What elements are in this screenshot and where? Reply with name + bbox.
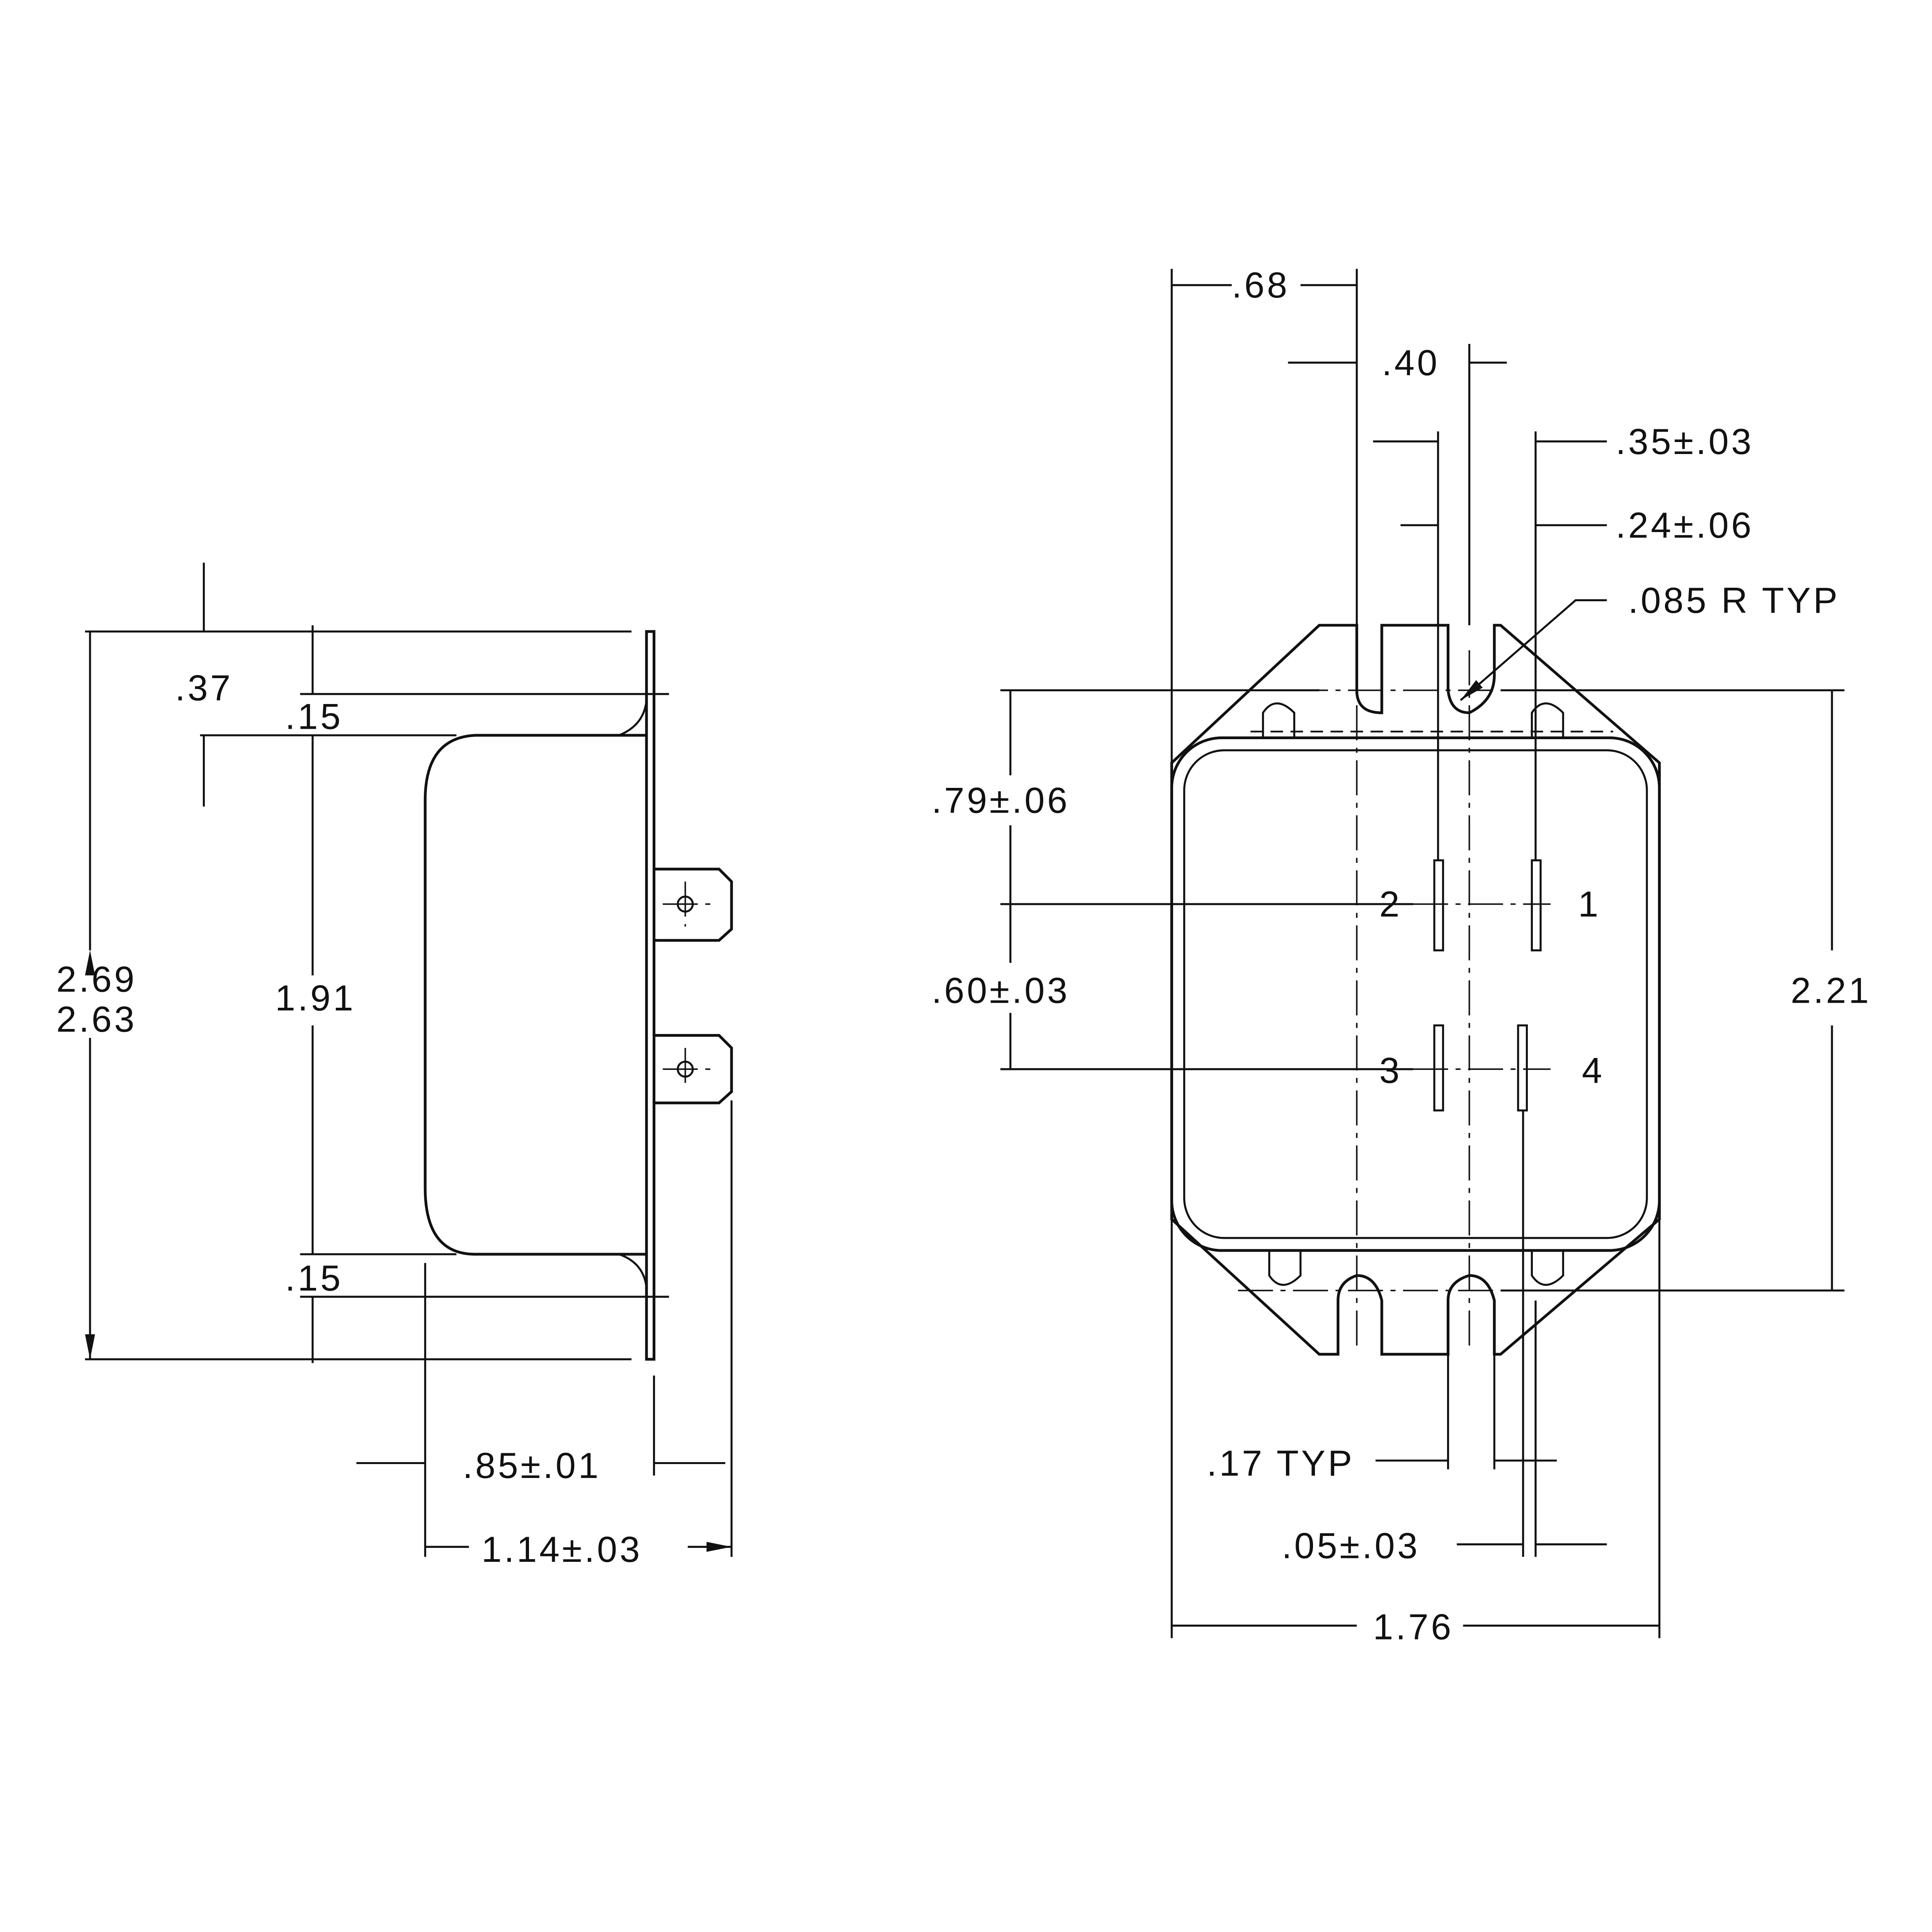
dim-pin-spacing: .35±.03 <box>1616 421 1754 462</box>
extension-lines <box>85 630 733 1557</box>
dim-overall-depth: 1.14±.03 <box>481 1529 642 1570</box>
side-view: 2.69 2.63 .37 .15 1.91 .15 .85±.01 1.14±… <box>56 563 732 1570</box>
pin-1 <box>1531 859 1542 952</box>
terminal-tab-upper <box>654 867 733 942</box>
dim-radius: .085 R TYP <box>1628 580 1840 621</box>
hidden-lines <box>1238 730 1613 1252</box>
dim-top-flange: .15 <box>285 696 343 737</box>
dim-pin-offset: .24±.06 <box>1616 505 1754 546</box>
dim-slot-offset: .68 <box>1232 265 1290 305</box>
pin-3 <box>1413 1024 1551 1112</box>
extension-lines <box>1000 269 1845 1638</box>
front-view: 1 2 3 4 .68 .40 .35±.03 .24±.06 .085 R T… <box>932 265 1871 1647</box>
dim-pin-row1: .79±.06 <box>932 780 1070 821</box>
dim-pin-offset2: .05±.03 <box>1282 1525 1420 1566</box>
dim-overall-height-max: 2.69 <box>56 959 137 999</box>
filter-body-outline <box>1170 736 1661 1252</box>
dimension-arrows <box>202 563 732 1547</box>
centerlines <box>1238 650 1526 1351</box>
dim-pin-row-spacing: .60±.03 <box>932 970 1070 1010</box>
filter-body-outline <box>423 734 647 1256</box>
terminal-tab-lower <box>654 1034 733 1104</box>
mounting-flange-outline <box>1170 624 1661 1356</box>
filter-body-inner-outline <box>1183 749 1648 1239</box>
pin-label-3: 3 <box>1379 1050 1402 1091</box>
dim-overall-width: 1.76 <box>1373 1607 1454 1647</box>
flange-bend-lines <box>618 700 648 1288</box>
dim-body-height: 1.91 <box>275 978 356 1018</box>
pin-2 <box>1413 859 1551 952</box>
dim-slot-spacing: .40 <box>1382 342 1440 383</box>
dimension-arrows <box>1009 284 1833 1627</box>
dim-mount-spacing: 2.21 <box>1791 970 1871 1010</box>
pin-label-4: 4 <box>1582 1050 1605 1091</box>
mounting-clips <box>1262 702 1564 1286</box>
dim-overall-height-min: 2.63 <box>56 999 137 1039</box>
dim-slot-width: .17 TYP <box>1207 1443 1355 1483</box>
dim-bottom-flange: .15 <box>285 1258 343 1298</box>
dim-body-depth: .85±.01 <box>463 1445 601 1486</box>
dim-top-offset: .37 <box>175 667 233 708</box>
pin-4 <box>1517 1024 1528 1112</box>
pin-label-1: 1 <box>1578 884 1601 924</box>
mounting-plate <box>645 630 656 1361</box>
